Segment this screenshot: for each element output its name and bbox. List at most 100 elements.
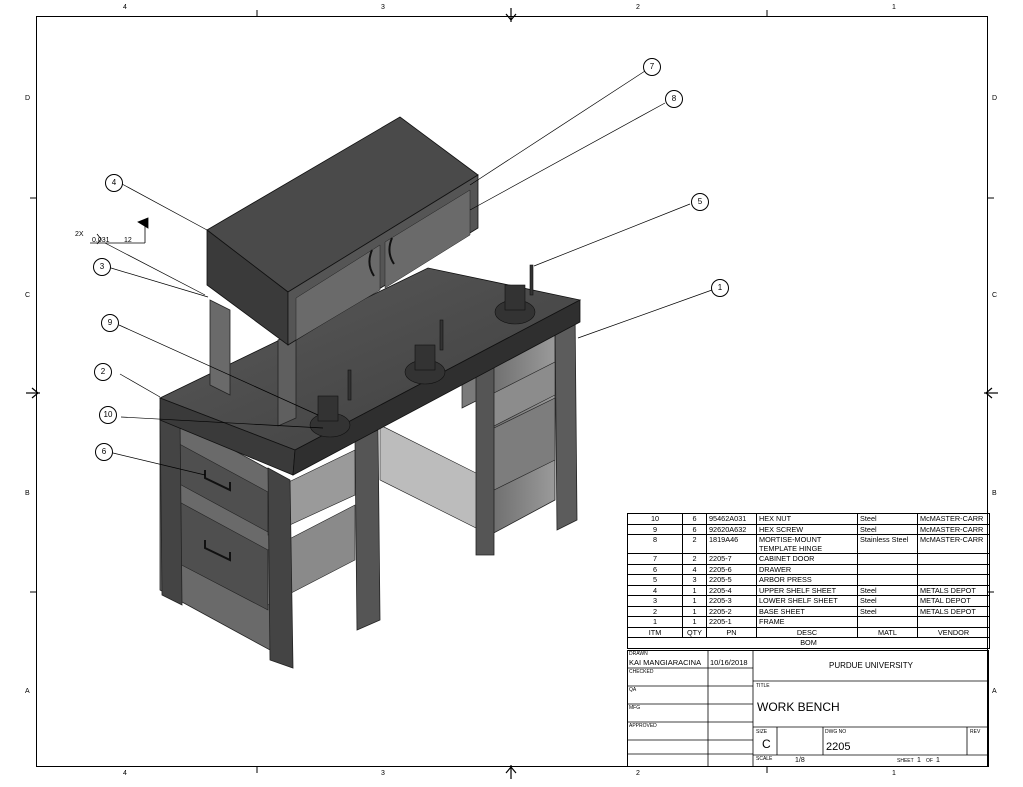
bom-cell-itm: 4 — [627, 584, 683, 596]
scale-value: 1/8 — [795, 757, 805, 764]
bom-cell-desc: BASE SHEET — [756, 605, 858, 617]
bom-cell-qty: 1 — [682, 616, 707, 628]
drawn-date: 10/16/2018 — [710, 658, 748, 667]
bom-cell-matl: Stainless Steel — [857, 534, 918, 554]
zone-top-1: 1 — [892, 4, 896, 11]
balloon-1: 1 — [711, 279, 729, 297]
bom-cell-pn: 95462A031 — [706, 513, 757, 525]
bom-cell-vendor — [917, 553, 990, 565]
bom-header-itm: ITM — [627, 626, 683, 638]
bom-cell-matl: Steel — [857, 595, 918, 607]
dwg-no: 2205 — [826, 741, 851, 753]
sheet-number: 1 — [917, 757, 921, 764]
zone-right-d: D — [992, 95, 998, 102]
dwg-no-label: DWG NO — [825, 729, 847, 735]
bom-cell-qty: 6 — [682, 523, 707, 535]
drawn-by: KAI MANGIARACINA — [629, 658, 702, 667]
weld-length: 12 — [124, 237, 132, 244]
title-block-grid — [627, 650, 989, 767]
bom-cell-qty: 3 — [682, 574, 707, 586]
bom-cell-itm: 6 — [627, 563, 683, 575]
bom-cell-vendor: METALS DEPOT — [917, 605, 990, 617]
bom-cell-vendor: METALS DEPOT — [917, 584, 990, 596]
approved-label: APPROVED — [629, 723, 657, 729]
bom-header-matl: MATL — [857, 626, 918, 638]
bom-cell-qty: 6 — [682, 513, 707, 525]
zone-bottom-4: 4 — [123, 770, 127, 777]
bom-cell-vendor — [917, 616, 990, 628]
bom-header-desc: DESC — [756, 626, 858, 638]
bom-cell-matl — [857, 574, 918, 586]
bom-cell-matl — [857, 553, 918, 565]
leader-lines — [104, 70, 713, 476]
bom-cell-desc: HEX SCREW — [756, 523, 858, 535]
zone-left-c: C — [25, 292, 31, 299]
zone-right-c: C — [992, 292, 998, 299]
bom-cell-qty: 1 — [682, 605, 707, 617]
bom-cell-pn: 2205-4 — [706, 584, 757, 596]
bom-cell-vendor: McMASTER-CARR — [917, 523, 990, 535]
sheet-size: C — [762, 737, 771, 751]
bom-cell-qty: 1 — [682, 595, 707, 607]
bom-cell-desc: ARBOR PRESS — [756, 574, 858, 586]
zone-left-b: B — [25, 490, 30, 497]
bom-cell-matl: Steel — [857, 605, 918, 617]
bom-cell-pn: 1819A46 — [706, 534, 757, 554]
zone-top-4: 4 — [123, 4, 127, 11]
center-markers — [26, 8, 998, 779]
bom-cell-itm: 10 — [627, 513, 683, 525]
bom-cell-desc: HEX NUT — [756, 513, 858, 525]
bom-cell-vendor: McMASTER-CARR — [917, 534, 990, 554]
bom-cell-vendor — [917, 574, 990, 586]
balloon-7: 7 — [643, 58, 661, 76]
bom-cell-itm: 7 — [627, 553, 683, 565]
bom-cell-qty: 1 — [682, 584, 707, 596]
bom-cell-pn: 92620A632 — [706, 523, 757, 535]
bom-cell-vendor — [917, 563, 990, 575]
bom-cell-qty: 2 — [682, 553, 707, 565]
balloon-9: 9 — [101, 314, 119, 332]
balloon-8: 8 — [665, 90, 683, 108]
bom-cell-itm: 2 — [627, 605, 683, 617]
bom-cell-pn: 2205-7 — [706, 553, 757, 565]
bom-cell-desc: CABINET DOOR — [756, 553, 858, 565]
sheet-total: 1 — [936, 757, 940, 764]
bom-cell-pn: 2205-2 — [706, 605, 757, 617]
bom-cell-itm: 5 — [627, 574, 683, 586]
weld-size: 0.031 — [92, 237, 110, 244]
balloon-6: 6 — [95, 443, 113, 461]
bom-cell-matl — [857, 616, 918, 628]
zone-left-d: D — [25, 95, 31, 102]
bom-cell-matl: Steel — [857, 584, 918, 596]
bom-cell-matl: Steel — [857, 513, 918, 525]
zone-right-a: A — [992, 688, 997, 695]
bom-cell-vendor: METAL DEPOT — [917, 595, 990, 607]
bom-title: BOM — [627, 637, 990, 649]
checked-label: CHECKED — [629, 669, 654, 675]
zone-left-a: A — [25, 688, 30, 695]
drawn-label: DRAWN — [629, 651, 648, 657]
bom-cell-desc: FRAME — [756, 616, 858, 628]
bom-cell-desc: DRAWER — [756, 563, 858, 575]
balloon-4: 4 — [105, 174, 123, 192]
drawing-title: WORK BENCH — [757, 700, 840, 714]
company-name: PURDUE UNIVERSITY — [828, 661, 913, 670]
bom-cell-qty: 4 — [682, 563, 707, 575]
bom-cell-itm: 3 — [627, 595, 683, 607]
bom-cell-itm: 8 — [627, 534, 683, 554]
mfg-label: MFG — [629, 705, 641, 711]
title-label: TITLE — [756, 683, 770, 689]
zone-bottom-3: 3 — [381, 770, 385, 777]
